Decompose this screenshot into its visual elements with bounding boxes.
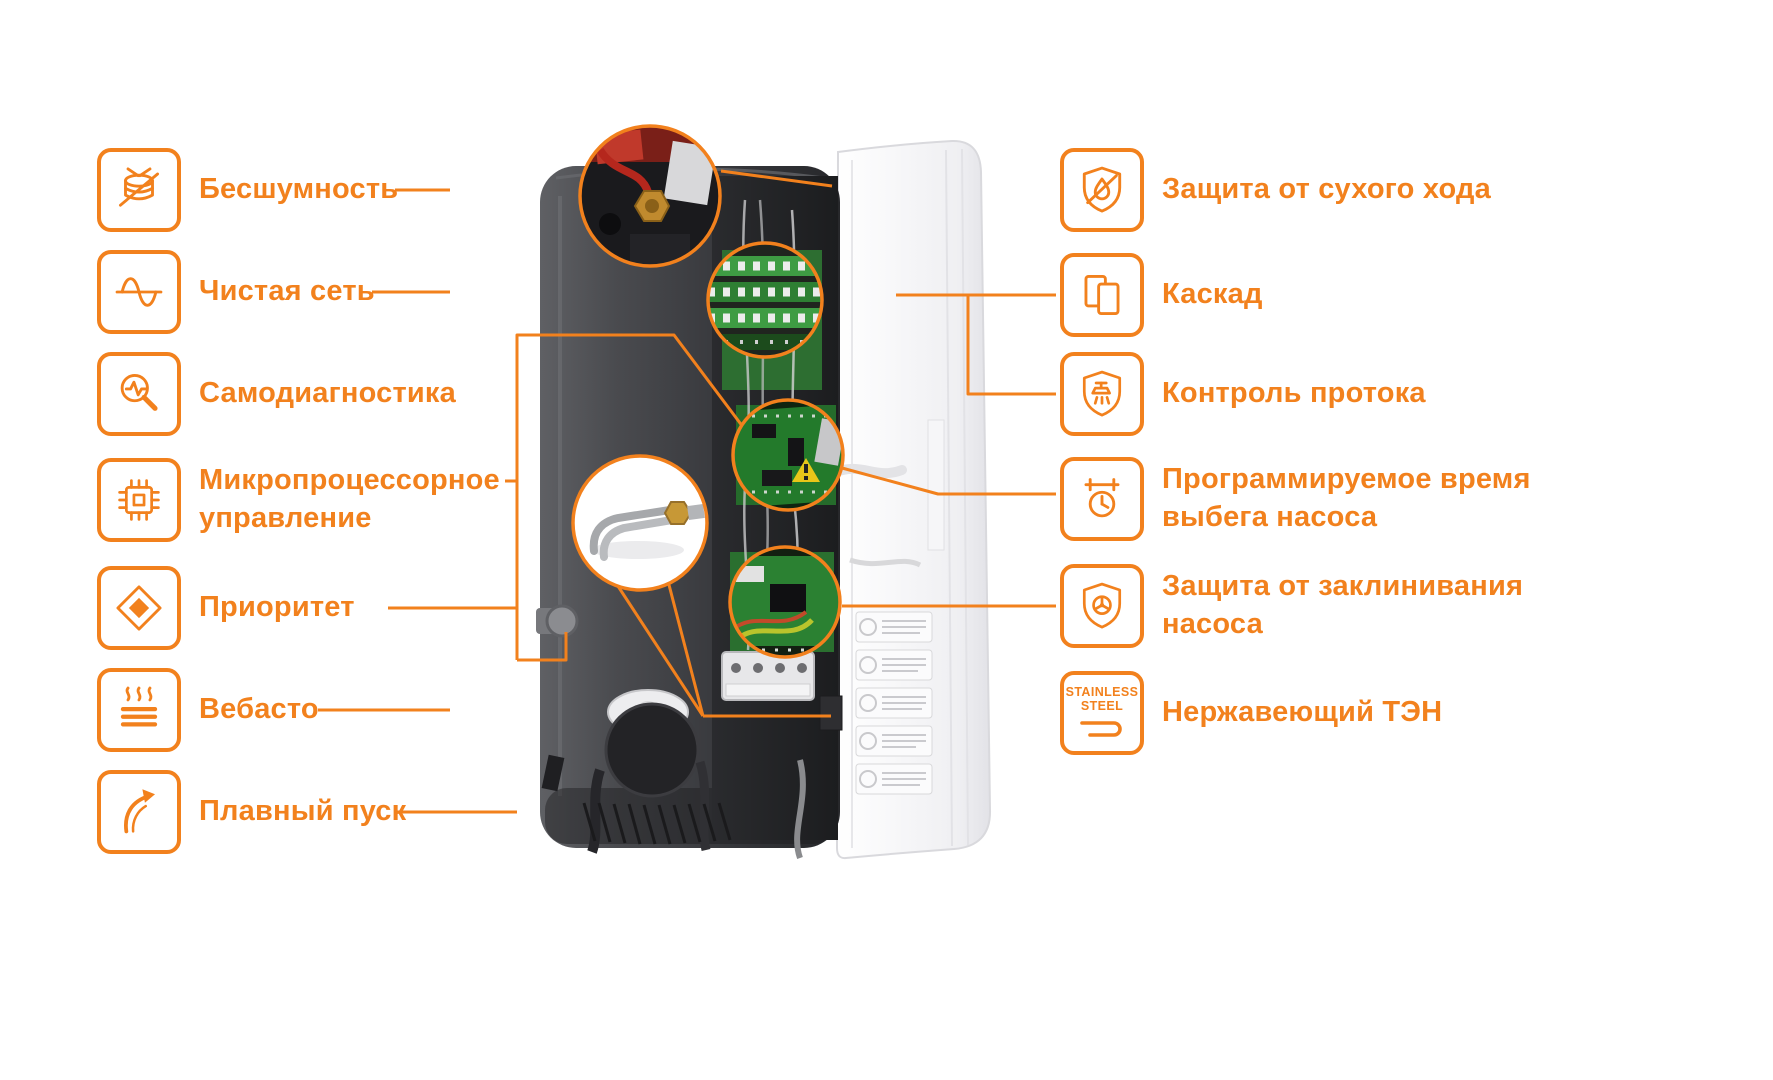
feature-label-flow-control: Контроль протока bbox=[1162, 377, 1426, 410]
feature-label-silence: Бесшумность bbox=[199, 173, 399, 206]
feature-label-microprocessor: Микропроцессорное управление bbox=[199, 464, 500, 534]
sine-wave-icon bbox=[97, 250, 181, 334]
feature-label-pump-jam: Защита от заклинивания насоса bbox=[1162, 570, 1524, 640]
callout-power-pcb bbox=[728, 545, 842, 659]
soft-start-arrow-icon bbox=[97, 770, 181, 854]
cascade-boilers-icon bbox=[1060, 253, 1144, 337]
feature-label-cascade: Каскад bbox=[1162, 278, 1263, 311]
cable-gland bbox=[536, 604, 579, 792]
feature-silence: Бесшумность bbox=[97, 148, 398, 232]
feature-soft-start: Плавный пуск bbox=[97, 770, 406, 854]
feature-pump-jam-protection: Защита от заклинивания насоса bbox=[1060, 564, 1557, 648]
priority-diamond-icon bbox=[97, 566, 181, 650]
feature-cascade: Каскад bbox=[1060, 253, 1263, 337]
boiler-door bbox=[831, 139, 992, 860]
vent-slots bbox=[582, 802, 732, 845]
feature-label-soft-start: Плавный пуск bbox=[199, 795, 407, 828]
feature-webasto: Вебасто bbox=[97, 668, 319, 752]
feature-pump-runout: Программируемое время выбега насоса bbox=[1060, 457, 1542, 541]
stainless-icon-text-line1: STAINLESS bbox=[1065, 685, 1139, 699]
feature-label-dry-run: Защита от сухого хода bbox=[1162, 173, 1491, 206]
door-cable-loom bbox=[831, 463, 907, 479]
webasto-heat-icon bbox=[97, 668, 181, 752]
flow-control-shield-icon bbox=[1060, 352, 1144, 436]
callout-control-pcb bbox=[731, 398, 845, 512]
stainless-icon-text-line2: STEEL bbox=[1080, 698, 1124, 713]
feature-label-self-diagnostics: Самодиагностика bbox=[199, 377, 456, 410]
callout-terminal-strips bbox=[706, 241, 824, 359]
door-warning-labels bbox=[855, 611, 933, 795]
callout-heating-element bbox=[571, 454, 709, 592]
feature-self-diagnostics: Самодиагностика bbox=[97, 352, 456, 436]
feature-label-webasto: Вебасто bbox=[199, 693, 319, 726]
stainless-icon-text: STAINLESS STEEL bbox=[1065, 685, 1139, 713]
feature-dry-run-protection: Защита от сухого хода bbox=[1060, 148, 1491, 232]
self-diagnostics-magnifier-icon bbox=[97, 352, 181, 436]
feature-flow-control: Контроль протока bbox=[1060, 352, 1426, 436]
feature-label-priority: Приоритет bbox=[199, 591, 355, 624]
door-side-label bbox=[927, 419, 945, 551]
terminal-block bbox=[721, 651, 815, 701]
microprocessor-chip-icon bbox=[97, 458, 181, 542]
feature-label-stainless: Нержавеющий ТЭН bbox=[1162, 696, 1443, 729]
dry-run-protection-shield-icon bbox=[1060, 148, 1144, 232]
pump-runout-timer-icon bbox=[1060, 457, 1144, 541]
muted-drum-icon bbox=[97, 148, 181, 232]
feature-label-clean-power: Чистая сеть bbox=[199, 275, 375, 308]
heating-element-tube-icon bbox=[1080, 721, 1122, 737]
feature-priority: Приоритет bbox=[97, 566, 355, 650]
circuit-breaker bbox=[819, 695, 843, 731]
pump-jam-protection-shield-icon bbox=[1060, 564, 1144, 648]
feature-microprocessor: Микропроцессорное управление bbox=[97, 458, 509, 542]
feature-stainless-heater: STAINLESS STEEL Нержавеющий ТЭН bbox=[1060, 671, 1442, 755]
feature-label-pump-runout: Программируемое время выбега насоса bbox=[1162, 463, 1531, 533]
connector-lines bbox=[318, 169, 1056, 814]
feature-clean-power: Чистая сеть bbox=[97, 250, 375, 334]
stainless-heating-element-icon: STAINLESS STEEL bbox=[1060, 671, 1144, 755]
